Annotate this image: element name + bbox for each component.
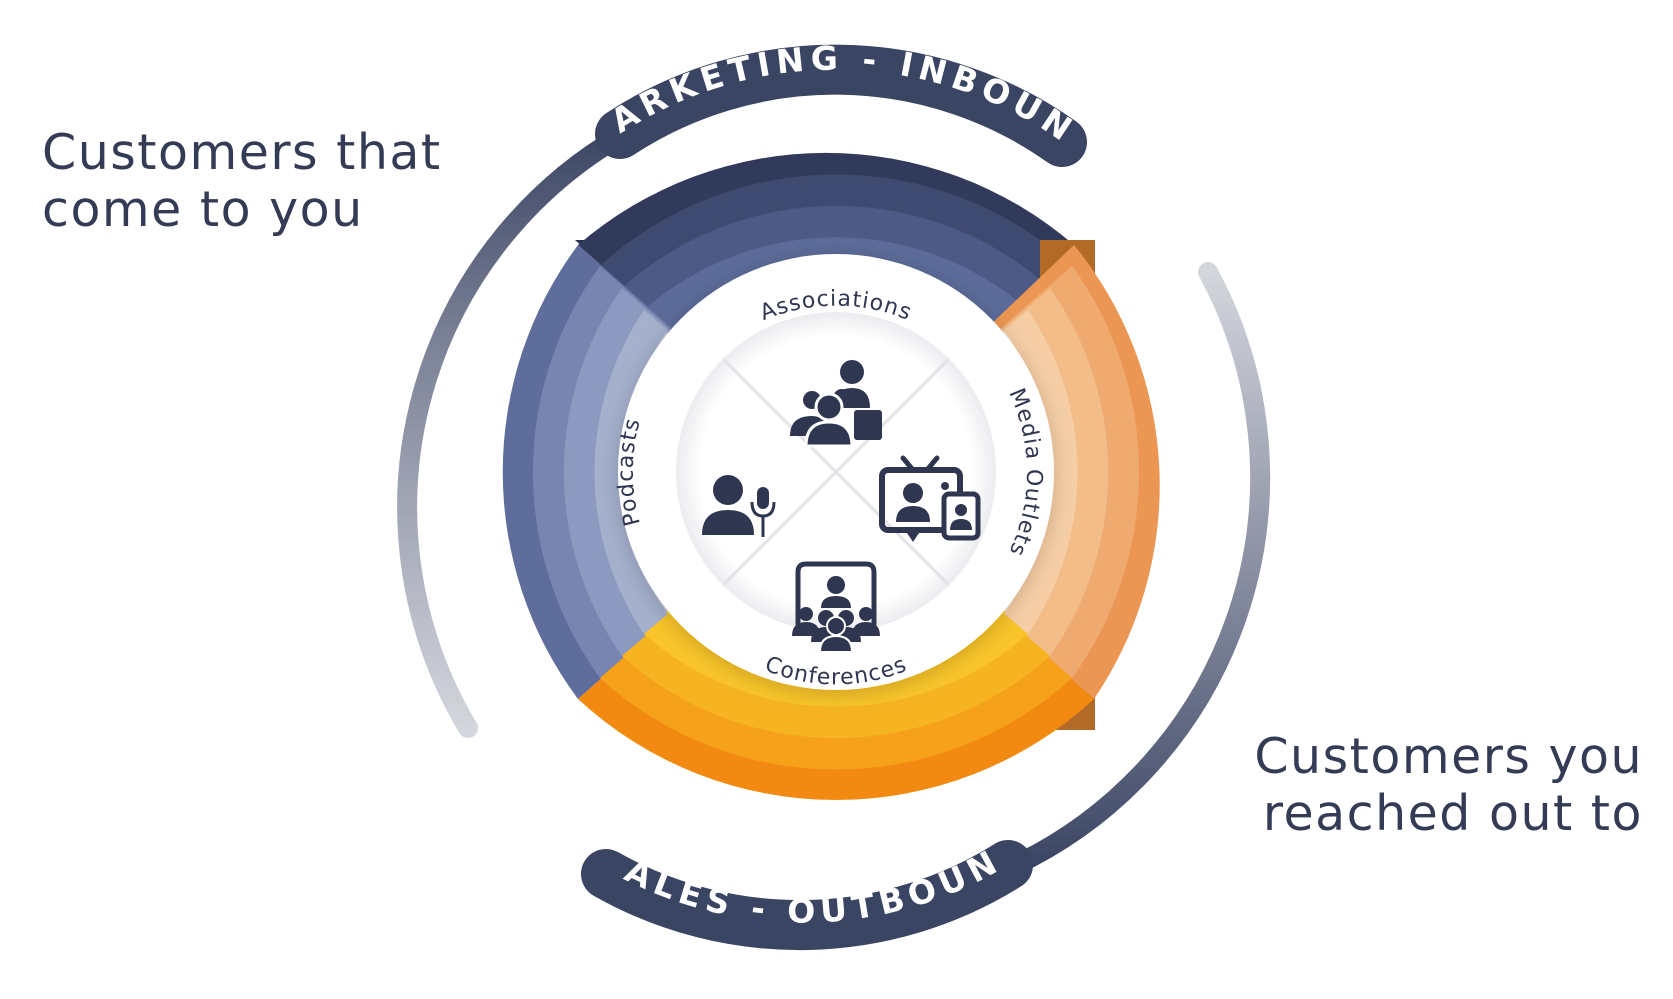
inbound-caption: Customers that come to you	[42, 124, 442, 238]
person-microphone-icon	[702, 475, 776, 537]
outbound-caption: Customers you reached out to	[1254, 728, 1643, 842]
tv-video-call-icon	[879, 455, 981, 542]
inbound-caption-line-1: Customers that	[42, 124, 442, 181]
group-presenter-icon	[790, 360, 882, 448]
sales-arc-tail	[995, 262, 1271, 880]
marketing-arc-band	[595, 44, 1087, 167]
sales-arc-band	[581, 840, 1033, 950]
audience-screen-icon	[792, 561, 880, 653]
outbound-caption-line-2: reached out to	[1262, 785, 1643, 842]
divider-line	[721, 357, 951, 587]
outbound-caption-line-1: Customers you	[1254, 728, 1643, 785]
marketing-arc-tail	[397, 118, 645, 738]
outer-arc-bands	[397, 44, 1271, 950]
inbound-caption-line-2: come to you	[42, 181, 364, 238]
